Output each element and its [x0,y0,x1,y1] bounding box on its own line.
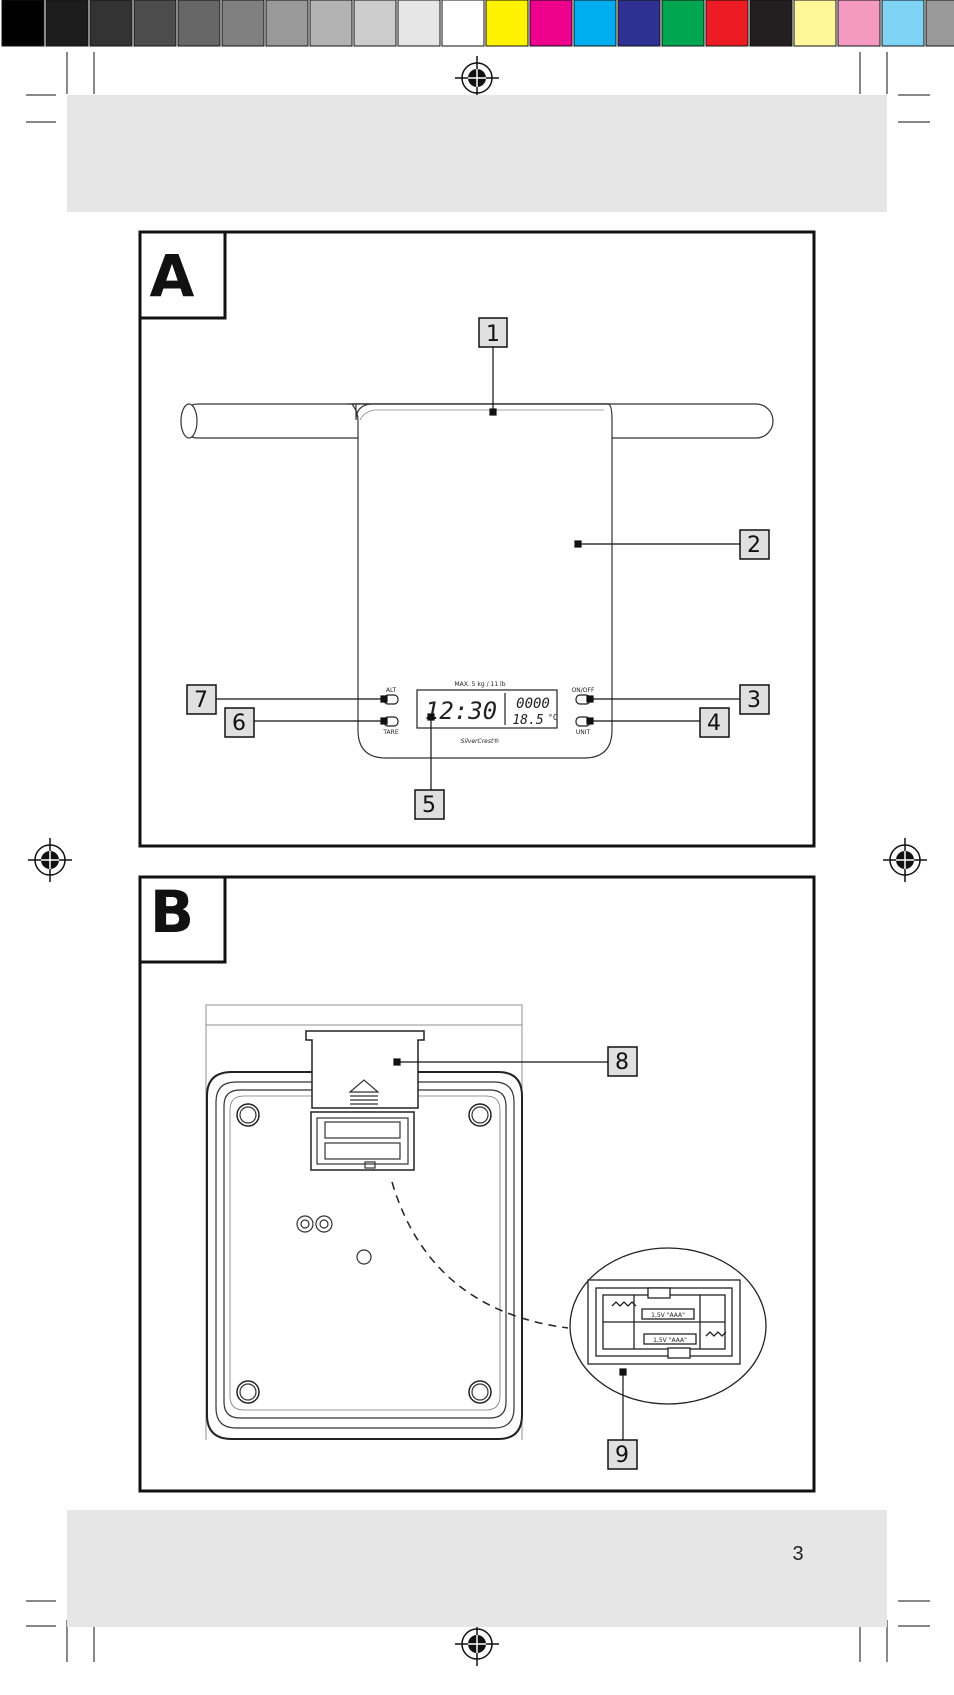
lcd-weight: 0000 [516,696,550,712]
figure-b: B [138,875,816,1493]
callout-5: 5 [422,793,436,818]
callout-5-box [414,789,445,820]
swatch-gray-0 [1,0,45,47]
battery-label-1: 1,5V "AAA" [651,1312,685,1319]
callout-1-box [478,317,508,348]
zoom-connector [391,1181,569,1329]
callout-3: 3 [747,688,761,713]
swatch-gray-3 [133,0,177,47]
registration-target-left [28,838,72,882]
leader-lines-b [393,1058,627,1440]
figure-b-label: B [150,878,194,946]
callout-3-box [739,684,770,715]
swatch-color-2 [573,0,617,47]
swatch-color-4 [661,0,705,47]
swatch-gray-1 [45,0,89,47]
swatch-gray-8 [353,0,397,47]
callout-7: 7 [194,688,208,713]
lcd-time: 12:30 [425,697,497,725]
battery-label-2: 1,5V "AAA" [653,1337,687,1344]
color-calibration-bar [1,0,954,47]
swatch-color-10 [925,0,954,47]
kitchen-scale-front [180,403,774,759]
swatch-color-3 [617,0,661,47]
callout-2: 2 [747,533,761,558]
callout-6-box [224,707,255,738]
callout-9-box [607,1439,638,1470]
callout-4: 4 [707,711,721,736]
callout-1: 1 [486,322,500,347]
page-number: 3 [792,1543,803,1565]
unit-button-label: UNIT [576,729,591,736]
tare-button-label: TARE [382,729,398,736]
callout-4-box [699,707,730,738]
lcd-display [416,689,558,729]
swatch-color-6 [749,0,793,47]
scale-body [348,403,613,759]
registration-target-bottom [455,1622,499,1666]
callout-9: 9 [615,1443,629,1468]
callout-2-box [739,529,770,560]
lcd-max-label: MAX. 5 kg / 11 lb [454,681,505,688]
brand-logo: SilverCrest® [461,738,500,745]
callout-6: 6 [232,711,246,736]
header-band [67,95,887,212]
swatch-color-1 [529,0,573,47]
lcd-temp: 18.5 [512,713,543,728]
swatch-gray-6 [265,0,309,47]
swatch-gray-7 [309,0,353,47]
swatch-color-7 [793,0,837,47]
battery-compartment-detail [569,1247,767,1405]
registration-target-right [883,838,927,882]
swatch-gray-10 [441,0,485,47]
crop-marks [26,52,930,1662]
leader-lines-a [216,347,740,790]
callout-8-box [607,1046,638,1077]
battery-cover[interactable] [305,1030,425,1109]
lcd-temp-unit: °C [548,713,558,722]
swatch-color-0 [485,0,529,47]
callout-8: 8 [615,1050,629,1075]
alt-button-label: ALT [386,687,397,694]
footer-band [67,1510,887,1627]
swatch-color-9 [881,0,925,47]
swatch-gray-2 [89,0,133,47]
swatch-color-5 [705,0,749,47]
swatch-color-8 [837,0,881,47]
swatch-gray-5 [221,0,265,47]
figure-a-label: A [150,242,195,310]
figure-a-label-box [138,230,227,320]
kitchen-scale-underside [205,1004,523,1440]
registration-target-top [455,56,499,100]
on-off-button-label: ON/OFF [572,687,595,694]
swatch-gray-9 [397,0,441,47]
callout-7-box [186,684,217,715]
swatch-gray-4 [177,0,221,47]
figure-a: A MAX. 5 kg / 11 lb 12:30 0000 18.5 °C S… [138,230,816,848]
